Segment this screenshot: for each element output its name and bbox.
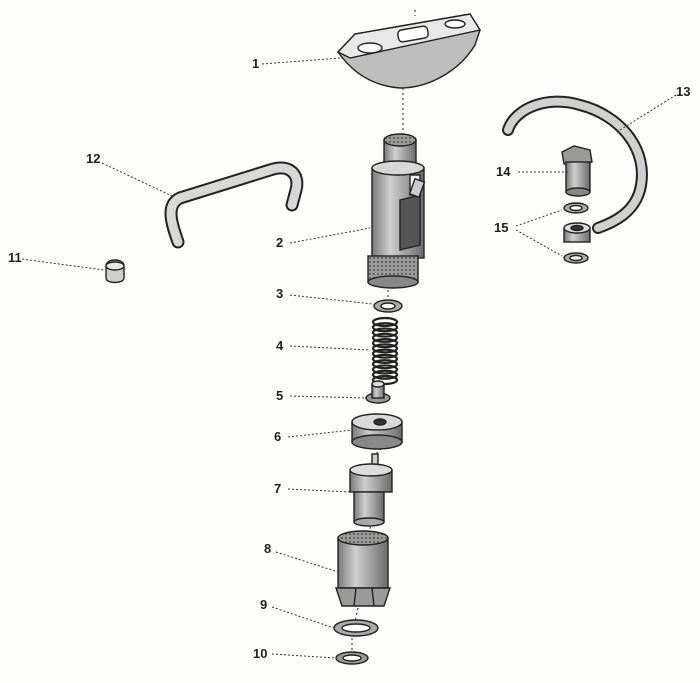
part-10-washer: [335, 651, 369, 665]
leader-line-15a: [515, 209, 563, 227]
leader-line-10: [271, 653, 337, 659]
callout-11: 11: [8, 250, 22, 265]
spring-coil: [371, 316, 399, 328]
callout-8: 8: [264, 541, 271, 556]
part-12-leak-off-pipe: [164, 161, 304, 249]
callout-5: 5: [276, 388, 283, 403]
leader-line-3: [289, 294, 374, 305]
callout-12: 12: [86, 151, 100, 166]
leader-line-7: [287, 488, 351, 493]
leader-line-8: [275, 551, 339, 573]
leader-line-6: [287, 429, 353, 438]
callout-9: 9: [260, 597, 267, 612]
spring-coil: [371, 364, 399, 375]
callout-13: 13: [676, 84, 690, 99]
callout-4: 4: [276, 338, 284, 353]
part-3-washer: [373, 299, 403, 313]
part-13-return-pipe: [502, 95, 648, 234]
part-1-clamp: [336, 13, 482, 89]
part-4-spring: [371, 316, 399, 386]
callout-1: 1: [252, 56, 259, 71]
part-2-injector-body: [367, 133, 426, 289]
callout-10: 10: [253, 646, 267, 661]
part-8-nozzle-nut: [335, 530, 391, 607]
leader-line-5: [289, 395, 368, 399]
spring-coil: [371, 374, 399, 386]
leader-lines: [21, 57, 677, 659]
part-5-spindle: [365, 380, 391, 404]
part-15-banjo-washers: [563, 202, 591, 264]
callout-labels: 1 2 3 4 5 6 7 8 9 10 11 12 13 14 15: [8, 56, 690, 661]
spring-coil: [371, 353, 399, 365]
leader-line-15b: [515, 229, 563, 257]
leader-line-2: [289, 227, 371, 244]
callout-15: 15: [494, 220, 508, 235]
spring-coil: [371, 369, 399, 380]
spring-coil: [371, 359, 399, 370]
leader-line-11: [21, 258, 105, 271]
leader-line-13: [619, 94, 677, 131]
callout-3: 3: [276, 286, 283, 301]
part-9-washer: [333, 619, 379, 637]
callout-7: 7: [274, 481, 281, 496]
callout-2: 2: [276, 235, 283, 250]
part-6-spacer: [351, 413, 403, 450]
spring-coil: [371, 332, 399, 343]
spring-coil: [371, 337, 399, 349]
callout-14: 14: [496, 164, 511, 179]
leader-line-4: [289, 345, 371, 351]
spring-coil: [371, 327, 399, 338]
leader-line-9: [271, 606, 335, 629]
spring-coil: [371, 322, 399, 333]
part-7-nozzle: [349, 453, 393, 527]
part-11-cap: [105, 259, 125, 284]
spring-coil: [371, 343, 399, 354]
leader-line-1: [261, 57, 341, 65]
leader-line-12: [101, 162, 173, 197]
part-14-banjo-bolt: [561, 145, 593, 197]
callout-6: 6: [274, 429, 281, 444]
spring-coil: [371, 348, 399, 359]
